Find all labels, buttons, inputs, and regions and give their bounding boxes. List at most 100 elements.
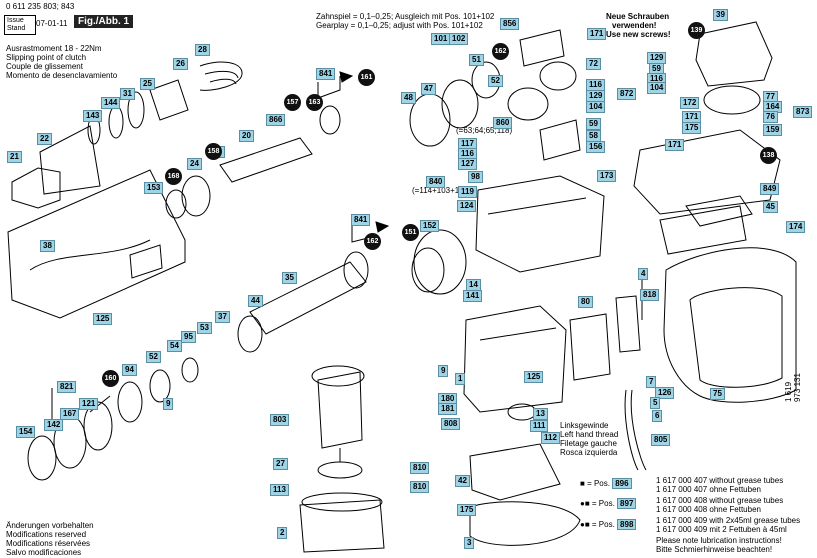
circled-part-label: 157 — [284, 94, 301, 111]
part-label: 101 — [431, 33, 451, 45]
footer-text-4: Salvo modificaciones — [6, 548, 82, 557]
part-label: 860 — [493, 117, 513, 129]
part-label: 174 — [786, 221, 806, 233]
legend-row-2: ●■ = Pos. 897 — [580, 498, 637, 509]
part-label: 39 — [713, 9, 728, 21]
piston-part — [249, 261, 367, 335]
part-label: 51 — [469, 54, 484, 66]
switch-part — [569, 313, 611, 381]
thread-text-2: Left hand thread — [560, 430, 619, 439]
part-label: 75 — [710, 388, 725, 400]
legend-text-3a: 1 617 000 409 with 2x45ml grease tubes — [656, 516, 801, 525]
part-label: 808 — [441, 418, 461, 430]
circled-part-label: 158 — [205, 143, 222, 160]
circled-part-label: 162 — [364, 233, 381, 250]
circled-part-label: 162 — [492, 43, 509, 60]
part-label: 152 — [420, 220, 440, 232]
part-label: 13 — [533, 408, 548, 420]
rear-handle-part — [663, 247, 797, 403]
part-label: 1 — [455, 373, 466, 385]
legend-pos-2: 897 — [617, 498, 637, 509]
legend-text-2b: 1 617 000 408 ohne Fettuben — [656, 505, 761, 514]
part-label: 143 — [83, 110, 103, 122]
part-label: 104 — [647, 82, 667, 94]
part-label: 9 — [163, 398, 174, 410]
part-label: 58 — [586, 130, 601, 142]
screws-text-3: Use new screws! — [606, 30, 671, 39]
part-label: 94 — [122, 364, 137, 376]
circled-part-label: 168 — [165, 168, 182, 185]
part-label: 45 — [763, 201, 778, 213]
clutch-text-4: Momento de desenclavamiento — [6, 71, 118, 80]
thread-text-3: Filetage gauche — [560, 439, 617, 448]
footer-text-2: Modifications reserved — [6, 530, 87, 539]
part-label: 4 — [638, 268, 649, 280]
part-label: 53 — [197, 322, 212, 334]
part-label: 127 — [458, 158, 478, 170]
stator-part — [299, 499, 385, 553]
handle-cover-part — [695, 21, 773, 87]
part-label: 856 — [500, 18, 520, 30]
part-label: 849 — [760, 183, 780, 195]
part-label: 154 — [16, 426, 36, 438]
vertical-id: 1 619 973 131 — [784, 373, 802, 402]
part-label: 818 — [640, 289, 660, 301]
footer-text-3: Modifications réservées — [6, 539, 91, 548]
part-label: 144 — [101, 97, 121, 109]
gear-housing-part — [7, 169, 186, 319]
legend-text-1a: 1 617 000 407 without grease tubes — [656, 476, 784, 485]
part-label: 3 — [464, 537, 475, 549]
part-label: 171 — [587, 28, 607, 40]
part-label: 805 — [651, 434, 671, 446]
legend-note-2: Bitte Schmierhinweise beachten! — [656, 545, 773, 554]
part-label: 142 — [44, 419, 64, 431]
brush-plate-part — [469, 443, 561, 501]
legend-prefix-1: = Pos. — [587, 479, 610, 488]
part-label: 102 — [449, 33, 469, 45]
part-label: 167 — [60, 408, 80, 420]
part-label: 173 — [597, 170, 617, 182]
crank-housing-part — [475, 175, 605, 273]
range-text-b: (=114+103+124) — [412, 186, 471, 195]
gearplay-text-2: Gearplay = 0,1–0,25; adjust with Pos. 10… — [316, 21, 483, 30]
part-label: 175 — [457, 504, 477, 516]
part-label: 112 — [541, 432, 560, 444]
part-label: 98 — [468, 171, 483, 183]
part-label: 52 — [488, 75, 503, 87]
part-label: 38 — [40, 240, 55, 252]
part-label: 80 — [578, 296, 593, 308]
part-label: 873 — [793, 106, 813, 118]
part-label: 810 — [410, 462, 430, 474]
part-label: 156 — [586, 141, 606, 153]
chuck-cap-part — [11, 167, 61, 209]
part-label: 48 — [401, 92, 416, 104]
circled-part-label: 151 — [402, 224, 419, 241]
part-label: 172 — [680, 97, 700, 109]
part-label: 25 — [140, 78, 155, 90]
thread-text-1: Linksgewinde — [560, 421, 609, 430]
issue-date: 07-01-11 — [36, 19, 68, 28]
spindle-part — [219, 137, 313, 183]
part-label: 44 — [248, 295, 263, 307]
part-label: 52 — [146, 351, 161, 363]
legend-prefix-3: = Pos. — [591, 520, 615, 529]
part-label: 9 — [438, 365, 449, 377]
screws-text-1: Neue Schrauben — [606, 12, 670, 21]
part-label: 121 — [79, 398, 99, 410]
part-label: 35 — [282, 272, 297, 284]
part-label: 22 — [37, 133, 52, 145]
part-label: 171 — [665, 139, 685, 151]
part-label: 159 — [763, 124, 783, 136]
part-label: 54 — [167, 340, 182, 352]
part-label: 841 — [316, 68, 336, 80]
part-label: 125 — [524, 371, 544, 383]
legend-prefix-2: = Pos. — [591, 499, 615, 508]
part-label: 47 — [421, 83, 436, 95]
screws-text-2: verwenden! — [612, 21, 657, 30]
legend-row-1: ■ = Pos. 896 — [580, 478, 632, 489]
motor-housing-part — [463, 305, 567, 413]
part-label: 77 — [763, 91, 778, 103]
legend-text-1b: 1 617 000 407 ohne Fettuben — [656, 485, 761, 494]
